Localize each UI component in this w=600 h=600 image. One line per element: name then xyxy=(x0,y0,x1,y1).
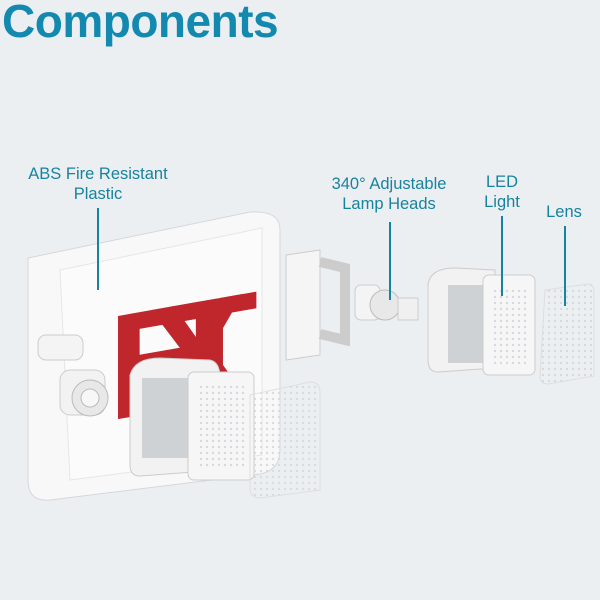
label-abs-line1: ABS Fire Resistant xyxy=(28,165,168,183)
label-lamp-heads: 340° Adjustable Lamp Heads xyxy=(318,174,460,214)
right-lamp-head xyxy=(354,284,419,321)
label-abs-plastic: ABS Fire Resistant Plastic xyxy=(18,164,178,204)
pointer-line-abs xyxy=(97,208,99,290)
label-abs-line2: Plastic xyxy=(73,185,123,203)
label-led-light: LED Light xyxy=(476,172,528,212)
bracket xyxy=(285,249,350,361)
pointer-line-lens xyxy=(564,226,566,306)
page-title: Components xyxy=(2,0,279,47)
right-led-panel xyxy=(482,274,536,376)
label-led-line1: LED xyxy=(485,173,519,191)
label-lamp-line1: 340° Adjustable xyxy=(331,175,447,193)
pointer-line-led xyxy=(501,216,503,296)
label-lens-line1: Lens xyxy=(546,203,582,221)
left-lens xyxy=(249,381,321,499)
pointer-line-lamp xyxy=(389,222,391,300)
label-lamp-line2: Lamp Heads xyxy=(342,195,436,213)
label-lens: Lens xyxy=(538,202,590,222)
left-lamp-head xyxy=(37,334,109,417)
label-led-line2: Light xyxy=(484,193,520,211)
right-lens xyxy=(539,283,595,385)
left-led-panel xyxy=(187,371,255,481)
